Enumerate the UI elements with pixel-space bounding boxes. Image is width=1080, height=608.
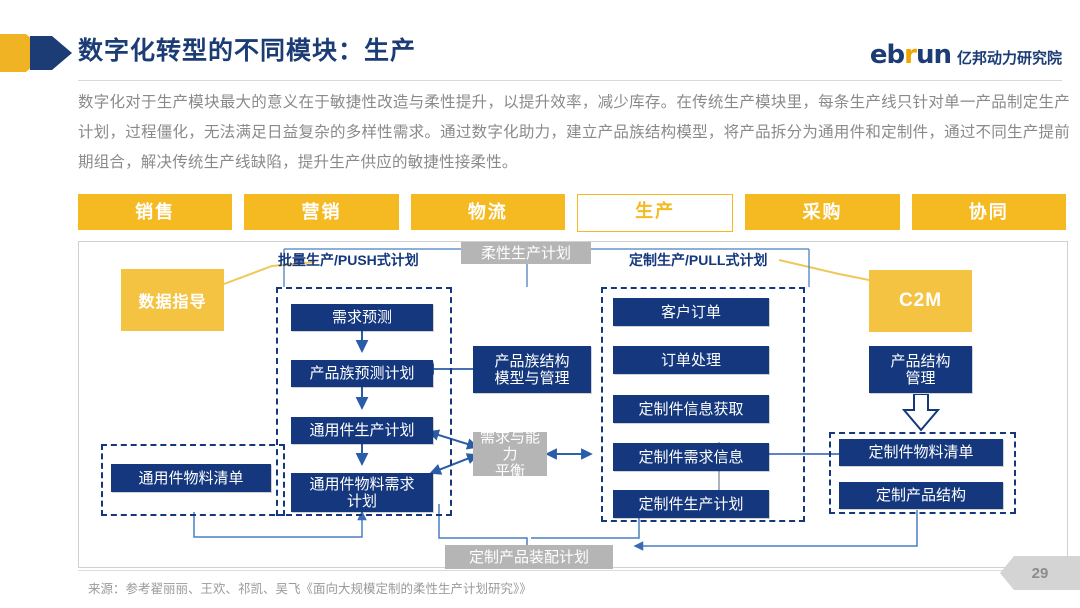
capacity-balance-line1: 需求与能力: [479, 428, 540, 463]
arrow-common-bom-to-material-plan: [193, 510, 367, 538]
common-material-plan-line2: 计划: [346, 492, 377, 510]
header-arrow-logo: [0, 28, 78, 78]
common-material-plan-line1: 通用件物料需求: [309, 475, 415, 493]
gray-box-assembly-plan: 定制产品装配计划: [445, 545, 613, 569]
arrow-custom-prod-to-assembly: [531, 518, 640, 539]
product-structure-line2: 管理: [905, 369, 936, 387]
blue-box-common-material-plan: 通用件物料需求 计划: [291, 473, 433, 512]
module-tab-bar: 销售 营销 物流 生产 采购 协同: [78, 194, 1066, 232]
yellow-box-data-guide: 数据指导: [121, 269, 224, 331]
logo-un: un: [915, 40, 952, 70]
pull-dashed-region: [601, 287, 805, 522]
blue-box-common-bom: 通用件物料清单: [111, 464, 271, 492]
blue-box-custom-bom: 定制件物料清单: [839, 439, 1003, 466]
family-structure-line1: 产品族结构: [494, 352, 570, 370]
chevron-arrow-blue-icon: [30, 36, 72, 70]
custom-output-dashed-region: [829, 432, 1016, 514]
yellow-pointer-right: [778, 259, 880, 283]
blue-box-demand-forecast: 需求预测: [291, 304, 433, 331]
page-number-badge: 29: [1000, 556, 1080, 590]
arrow-custom-structure-to-assembly: [633, 510, 918, 551]
blue-box-order-processing: 订单处理: [613, 346, 769, 374]
source-divider: [78, 570, 1066, 571]
diagram-canvas: 批量生产/PUSH式计划 定制生产/PULL式计划 柔性生产计划 需求与能力 平…: [79, 242, 1067, 569]
arrow-common-prod-to-balance: [428, 431, 479, 450]
arrow-material-to-balance: [430, 453, 479, 474]
product-structure-line1: 产品结构: [890, 352, 951, 370]
blue-box-customer-order: 客户订单: [613, 298, 769, 326]
common-bom-dashed-region: [101, 444, 285, 516]
group-label-pull: 定制生产/PULL式计划: [629, 252, 768, 268]
header-divider: [78, 80, 1062, 81]
tab-sales[interactable]: 销售: [78, 194, 233, 230]
brand-logo: ebrun 亿邦动力研究院: [870, 40, 1062, 70]
logo-r: r: [904, 40, 917, 70]
logo-chinese-name: 亿邦动力研究院: [956, 50, 1062, 67]
push-dashed-region: [276, 287, 452, 516]
family-structure-line2: 模型与管理: [494, 369, 570, 387]
yellow-box-c2m: C2M: [869, 270, 972, 332]
body-paragraph: 数字化对于生产模块最大的意义在于敏捷性改造与柔性提升，以提升效率，减少库存。在传…: [78, 94, 1070, 171]
hollow-down-arrow-icon: [901, 394, 941, 432]
gray-box-capacity-balance: 需求与能力 平衡: [473, 428, 547, 480]
group-label-push: 批量生产/PUSH式计划: [278, 252, 419, 268]
tab-production[interactable]: 生产: [576, 194, 734, 232]
tab-logistics[interactable]: 物流: [410, 194, 565, 230]
source-note: 来源：参考翟丽丽、王欢、祁凯、吴飞《面向大规模定制的柔性生产计划研究》》: [88, 582, 532, 596]
diagram-frame: 批量生产/PUSH式计划 定制生产/PULL式计划 柔性生产计划 需求与能力 平…: [78, 241, 1068, 569]
tab-procurement[interactable]: 采购: [745, 194, 900, 230]
gray-box-flexible-plan: 柔性生产计划: [461, 242, 591, 264]
blue-box-custom-demand-info: 定制件需求信息: [613, 443, 769, 471]
logo-eb: eb: [869, 40, 905, 70]
blue-box-family-structure-model: 产品族结构 模型与管理: [473, 346, 591, 393]
blue-box-product-structure-mgmt: 产品结构 管理: [869, 346, 972, 393]
yellow-pointer-left: [223, 261, 316, 285]
blue-box-family-forecast-plan: 产品族预测计划: [291, 360, 433, 387]
tab-collaboration[interactable]: 协同: [911, 194, 1066, 230]
blue-box-custom-info-capture: 定制件信息获取: [613, 395, 769, 423]
logo-wordmark: ebrun: [869, 40, 952, 70]
blue-box-custom-production-plan: 定制件生产计划: [613, 490, 769, 518]
capacity-balance-line2: 平衡: [494, 462, 525, 480]
blue-box-common-production-plan: 通用件生产计划: [291, 417, 433, 444]
tab-marketing[interactable]: 营销: [244, 194, 399, 230]
blue-box-custom-product-structure: 定制产品结构: [839, 482, 1003, 509]
page-title: 数字化转型的不同模块：生产: [78, 37, 417, 65]
